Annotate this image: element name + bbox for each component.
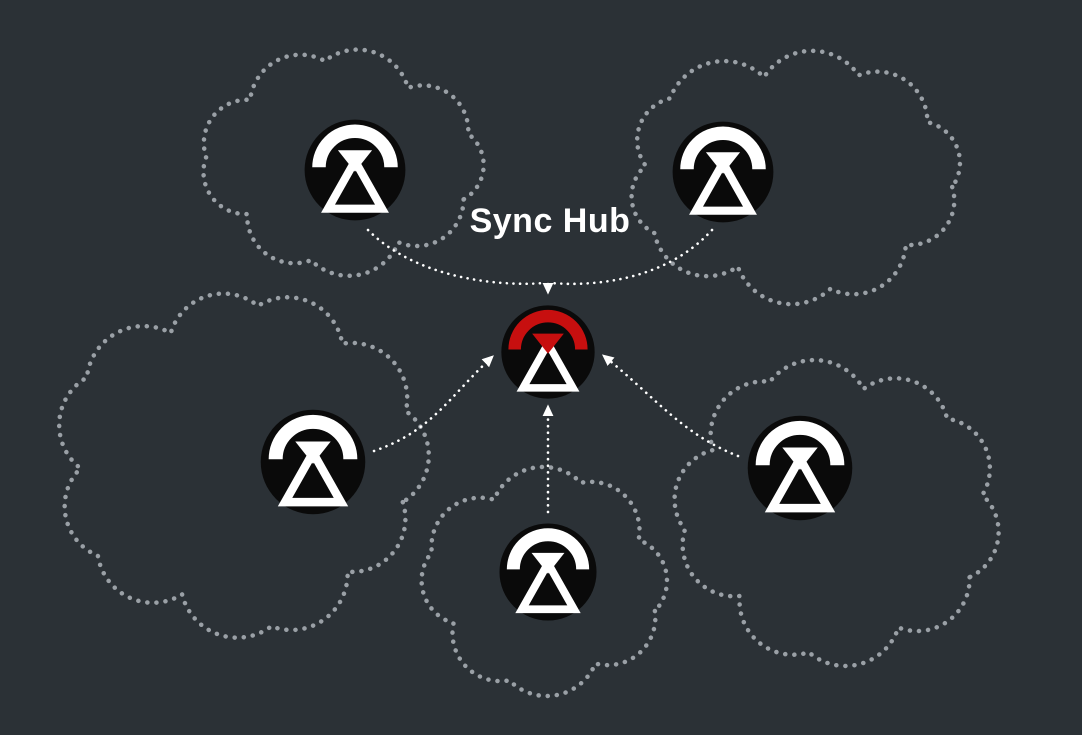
cloud-outline-mid-left — [56, 291, 431, 640]
sync-arrow-top-right — [549, 228, 714, 286]
satellite-sync-icon-top-right — [669, 118, 777, 226]
satellite-sync-icon-top-left — [301, 116, 409, 224]
sync-arrows — [366, 228, 740, 514]
sync-arrow-top-left — [366, 228, 547, 286]
sync-arrow-mid-left — [372, 355, 494, 453]
cloud-outline-bottom — [419, 464, 670, 699]
satellite-sync-icon-mid-left — [257, 406, 369, 518]
satellite-sync-icon-bottom — [496, 520, 600, 624]
hub-sync-icon — [498, 302, 598, 402]
sync-arrow-mid-right — [601, 354, 740, 458]
cloud-outlines — [56, 47, 1001, 699]
satellite-sync-icon-mid-right — [744, 412, 856, 524]
sync-hub-label: Sync Hub — [469, 202, 631, 240]
cloud-outline-mid-right — [672, 357, 1001, 669]
cloud-outline-top-left — [201, 47, 486, 279]
